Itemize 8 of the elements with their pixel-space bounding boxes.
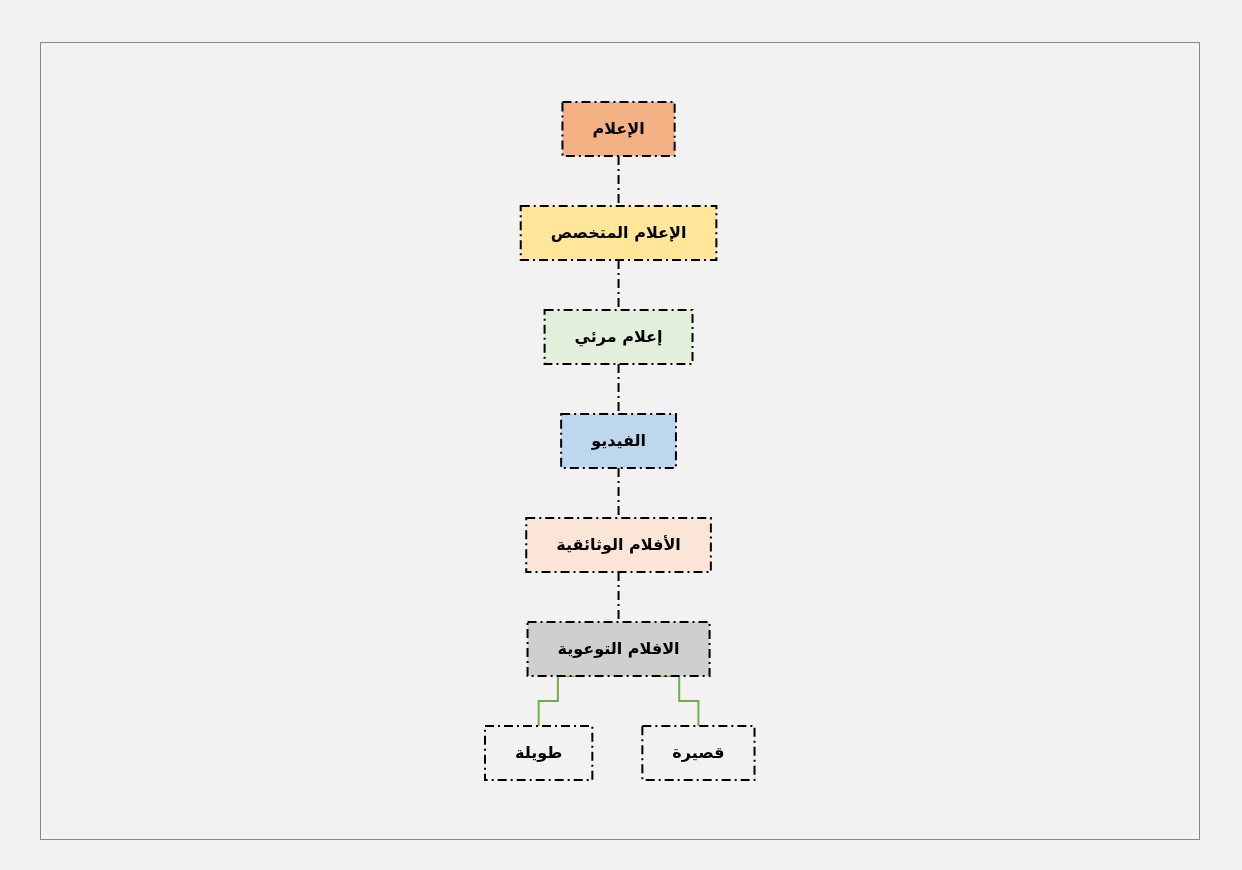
node-box: الإعلام [561, 101, 676, 157]
node-box: طويلة [484, 725, 594, 781]
node-box: الافلام التوعوية [526, 621, 711, 677]
node-box: الفيديو [560, 413, 678, 469]
node-box: الإعلام المتخصص [519, 205, 718, 261]
node-box: قصيرة [641, 725, 756, 781]
node-box: إعلام مرئي [543, 309, 694, 365]
node-box: الأفلام الوثائقية [525, 517, 713, 573]
